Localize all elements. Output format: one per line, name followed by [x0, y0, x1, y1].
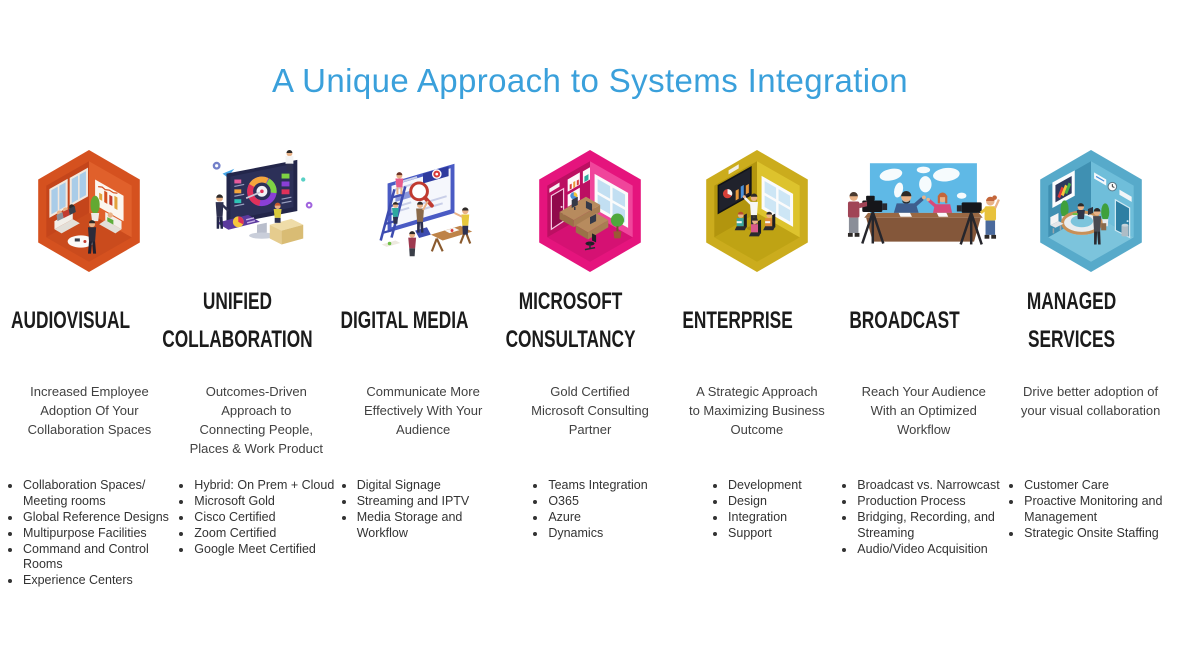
bullet-list: Hybrid: On Prem + CloudMicrosoft GoldCis… [178, 478, 334, 557]
microsoft-consultancy-office-icon [514, 140, 667, 282]
bullet-list: Customer CareProactive Monitoring and Ma… [1008, 478, 1173, 542]
column-heading: UNIFIED COLLABORATION [162, 282, 333, 360]
bullet-item: Teams Integration [547, 478, 647, 494]
bullet-item: Azure [547, 510, 647, 526]
column-microsoft-consultancy: MICROSOFT CONSULTANCY Gold Certified Mic… [506, 140, 674, 589]
bullet-list-container: Broadcast vs. NarrowcastProduction Proce… [841, 478, 1006, 558]
column-heading-text: BROADCAST [849, 306, 960, 334]
column-subtitle: Gold Certified Microsoft Consulting Part… [531, 384, 649, 437]
bullet-list-container: Customer CareProactive Monitoring and Ma… [1008, 478, 1173, 542]
managed-services-reception-icon [1014, 140, 1167, 282]
column-audiovisual: AUDIOVISUAL Increased Employee Adoption … [6, 140, 173, 589]
bullet-item: Global Reference Designs [22, 510, 172, 526]
bullet-item: Development [727, 478, 802, 494]
digital-media-screen-icon [347, 140, 500, 282]
column-unified-collaboration: UNIFIED COLLABORATION Outcomes-Driven Ap… [162, 140, 340, 589]
column-heading: DIGITAL MEDIA [340, 282, 500, 360]
bullet-item: Zoom Certified [193, 526, 334, 542]
bullet-item: Command and Control Rooms [22, 542, 172, 574]
bullet-list: Broadcast vs. NarrowcastProduction Proce… [841, 478, 1006, 557]
bullet-item: Media Storage and Workflow [356, 510, 506, 542]
bullet-list: DevelopmentDesignIntegrationSupport [712, 478, 802, 542]
bullet-list-container: Digital SignageStreaming and IPTVMedia S… [341, 478, 506, 542]
column-subtitle: Increased Employee Adoption Of Your Coll… [27, 384, 152, 437]
column-heading: BROADCAST [847, 282, 1000, 360]
bullet-list: Collaboration Spaces/ Meeting roomsGloba… [7, 478, 172, 589]
column-heading-text: MICROSOFT CONSULTANCY [505, 287, 636, 353]
bullet-item: Dynamics [547, 526, 647, 542]
column-subtitle: Reach Your Audience With an Optimized Wo… [861, 384, 986, 437]
bullet-item: Multipurpose Facilities [22, 526, 172, 542]
service-columns: AUDIOVISUAL Increased Employee Adoption … [6, 140, 1174, 589]
bullet-item: Audio/Video Acquisition [856, 542, 1006, 558]
bullet-item: Google Meet Certified [193, 542, 334, 558]
column-broadcast: BROADCAST Reach Your Audience With an Op… [840, 140, 1007, 589]
bullet-item: Proactive Monitoring and Management [1023, 494, 1173, 526]
bullet-list-container: Collaboration Spaces/ Meeting roomsGloba… [7, 478, 172, 589]
bullet-item: Digital Signage [356, 478, 506, 494]
bullet-list-container: Hybrid: On Prem + CloudMicrosoft GoldCis… [174, 478, 339, 558]
column-heading-text: DIGITAL MEDIA [340, 306, 469, 334]
column-heading: MANAGED SERVICES [1014, 282, 1167, 360]
bullet-item: Customer Care [1023, 478, 1173, 494]
bullet-list-container: Teams IntegrationO365AzureDynamics [508, 478, 673, 542]
bullet-item: Strategic Onsite Staffing [1023, 526, 1173, 542]
unified-collaboration-dashboard-icon [180, 140, 333, 282]
bullet-item: Integration [727, 510, 802, 526]
column-heading-text: MANAGED SERVICES [1026, 287, 1117, 353]
bullet-item: Broadcast vs. Narrowcast [856, 478, 1006, 494]
bullet-item: Microsoft Gold [193, 494, 334, 510]
enterprise-meeting-room-icon [680, 140, 833, 282]
column-subtitle: A Strategic Approach to Maximizing Busin… [688, 384, 825, 437]
bullet-item: Bridging, Recording, and Streaming [856, 510, 1006, 542]
page-title: A Unique Approach to Systems Integration [271, 62, 909, 99]
column-heading-text: UNIFIED COLLABORATION [161, 287, 313, 353]
bullet-list: Teams IntegrationO365AzureDynamics [532, 478, 647, 542]
column-heading-text: ENTERPRISE [682, 306, 793, 334]
bullet-item: Production Process [856, 494, 1006, 510]
column-enterprise: ENTERPRISE A Strategic Approach to Maxim… [673, 140, 840, 589]
column-subtitle: Communicate More Effectively With Your A… [364, 384, 483, 437]
bullet-item: Support [727, 526, 802, 542]
bullet-item: O365 [547, 494, 647, 510]
bullet-item: Design [727, 494, 802, 510]
bullet-item: Streaming and IPTV [356, 494, 506, 510]
bullet-item: Experience Centers [22, 573, 172, 589]
audiovisual-meeting-room-icon [13, 140, 166, 282]
bullet-list: Digital SignageStreaming and IPTVMedia S… [341, 478, 506, 542]
column-heading: MICROSOFT CONSULTANCY [506, 282, 667, 360]
column-subtitle: Drive better adoption of your visual col… [1020, 384, 1161, 418]
bullet-item: Cisco Certified [193, 510, 334, 526]
column-heading: AUDIOVISUAL [11, 282, 166, 360]
column-digital-media: DIGITAL MEDIA Communicate More Effective… [340, 140, 507, 589]
column-subtitle: Outcomes-Driven Approach to Connecting P… [189, 384, 323, 456]
broadcast-studio-icon [847, 140, 1001, 282]
column-heading: ENTERPRISE [680, 282, 833, 360]
column-heading-text: AUDIOVISUAL [10, 306, 130, 334]
column-managed-services: MANAGED SERVICES Drive better adoption o… [1007, 140, 1174, 589]
bullet-item: Collaboration Spaces/ Meeting rooms [22, 478, 172, 510]
bullet-item: Hybrid: On Prem + Cloud [193, 478, 334, 494]
bullet-list-container: DevelopmentDesignIntegrationSupport [674, 478, 839, 542]
